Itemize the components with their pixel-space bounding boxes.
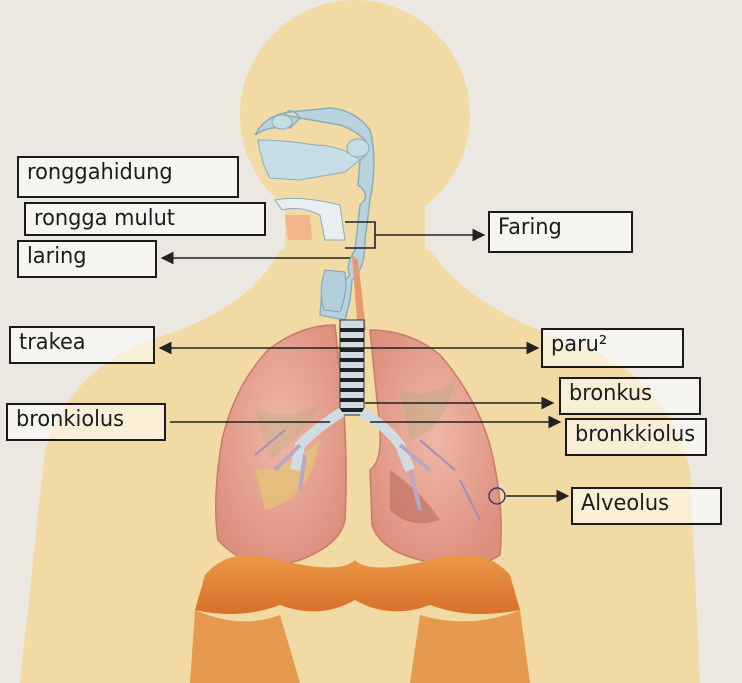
label-bronkus: bronkus: [559, 377, 701, 415]
label-alveolus: Alveolus: [571, 487, 722, 525]
label-bronkiolus-text: bronkiolus: [16, 409, 124, 431]
label-rongga-mulut: rongga mulut: [24, 202, 266, 236]
label-faring-text: Faring: [498, 217, 562, 239]
label-paru: paru²: [541, 328, 684, 368]
label-laring-text: laring: [27, 246, 87, 268]
label-trakea-text: trakea: [19, 332, 86, 354]
label-rongga-hidung: ronggahidung: [17, 156, 239, 198]
label-paru-text: paru²: [551, 334, 607, 356]
label-bronkiolus-kiri: bronkkiolus: [565, 418, 707, 456]
label-rongga-mulut-text: rongga mulut: [34, 208, 175, 230]
label-bronkiolus-kiri-text: bronkkiolus: [575, 424, 695, 446]
label-trakea: trakea: [9, 326, 155, 364]
label-faring: Faring: [488, 211, 633, 253]
label-rongga-hidung-text: ronggahidung: [27, 162, 173, 184]
label-bronkus-text: bronkus: [569, 383, 652, 405]
label-bronkiolus: bronkiolus: [6, 403, 166, 441]
label-laring: laring: [17, 240, 157, 278]
label-alveolus-text: Alveolus: [581, 493, 669, 515]
